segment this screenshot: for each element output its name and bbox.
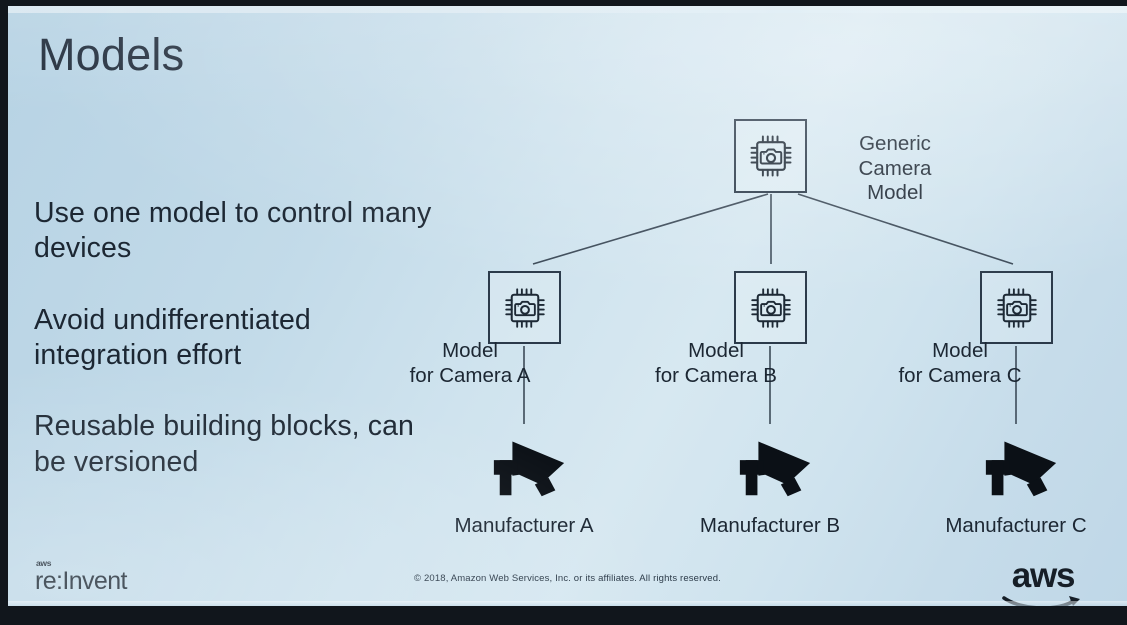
bullet-item: Avoid undifferentiated integration effor… [34, 303, 311, 371]
chip-camera-icon [500, 283, 550, 333]
chip-camera-icon [992, 283, 1042, 333]
manufacturer-c-label: Manufacturer C [945, 514, 1087, 537]
model-a-box[interactable] [488, 271, 561, 344]
bullet-item: Reusable building blocks, can be version… [34, 410, 414, 478]
bullet-item: Use one model to control many devices [34, 197, 432, 265]
screen-bottom-edge [8, 601, 1127, 606]
security-camera-icon [480, 424, 578, 504]
security-camera-icon [972, 424, 1070, 504]
screen-top-glare [8, 6, 1127, 13]
model-b-box[interactable] [734, 271, 807, 344]
model-c-box[interactable] [980, 271, 1053, 344]
security-camera-icon [726, 424, 824, 504]
manufacturer-b-label: Manufacturer B [699, 514, 841, 537]
bullet-list: Use one model to control many devices Av… [34, 196, 434, 480]
reinvent-aws-text: aws [36, 558, 52, 568]
model-a-label: Model for Camera A [409, 339, 531, 387]
chip-camera-icon [745, 130, 797, 182]
manufacturer-a-label: Manufacturer A [454, 514, 594, 537]
page-title: Models [38, 29, 185, 80]
generic-model-label: Generic Camera Model [858, 132, 932, 205]
aws-logo: aws [997, 556, 1089, 606]
copyright-notice: © 2018, Amazon Web Services, Inc. or its… [414, 573, 721, 584]
reinvent-wordmark: re:Invent [35, 566, 127, 595]
model-b-label: Model for Camera B [655, 339, 777, 387]
model-c-label: Model for Camera C [898, 339, 1022, 387]
generic-model-box[interactable] [734, 119, 807, 193]
aws-wordmark-text: aws [1011, 556, 1076, 595]
connector-root-to-model-a [532, 193, 769, 265]
model-hierarchy-diagram: Generic Camera Model [8, 6, 1127, 606]
chip-camera-icon [746, 283, 796, 333]
slide-surface: Models Use one model to control many dev… [8, 6, 1127, 606]
reinvent-logo: aws re:Invent [35, 559, 127, 594]
